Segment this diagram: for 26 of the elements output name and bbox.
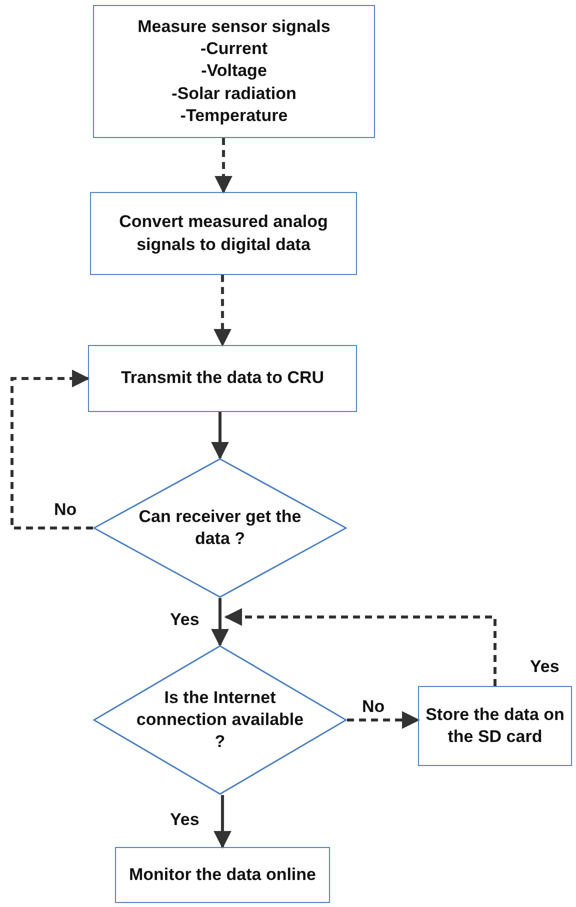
node-text: -Temperature	[180, 104, 288, 127]
arrow	[10, 370, 93, 530]
node-text: -Solar radiation	[172, 82, 296, 105]
node-text: Measure sensor signals	[138, 16, 330, 38]
arrow	[214, 138, 232, 194]
process-box	[418, 686, 572, 766]
arrow	[347, 711, 420, 729]
node-text: Can receiver get the data ?	[138, 506, 302, 550]
node-text: Store the data on the SD card	[425, 704, 565, 748]
arrow	[214, 275, 232, 347]
node-text: -Current	[200, 38, 268, 60]
decision-diamond	[93, 645, 347, 795]
node-text: Convert measured analog signals to digital data	[118, 211, 329, 256]
node-text: Monitor the data online	[129, 864, 316, 886]
process-box	[93, 5, 375, 138]
process-box	[115, 847, 330, 903]
arrow	[211, 412, 229, 460]
process-box	[88, 345, 357, 412]
decision-diamond	[93, 458, 347, 598]
node-text: Is the Internet connection available ?	[135, 686, 305, 754]
node-text: -Voltage	[201, 60, 267, 82]
arrow	[211, 598, 229, 647]
arrow	[224, 608, 496, 686]
node-text: Transmit the data to CRU	[120, 367, 324, 390]
arrow	[214, 795, 232, 849]
process-box	[90, 192, 357, 275]
